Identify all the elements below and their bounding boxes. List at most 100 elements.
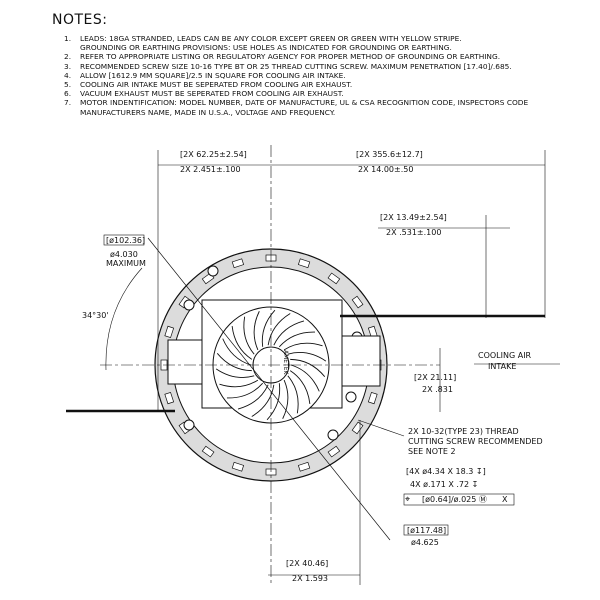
fan-blade <box>287 375 299 414</box>
drawing-geometry <box>66 145 560 585</box>
dim-dia2-mm: [ø117.48] <box>407 526 446 535</box>
dim-angle: 34°30' <box>82 311 109 320</box>
dim-d3-mm: [2X 13.49±2.54] <box>380 213 447 222</box>
dim-d1-in: 2X 2.451±.100 <box>180 165 241 174</box>
bracket-right <box>339 335 381 387</box>
fan-blade <box>231 326 253 360</box>
fcf-box <box>403 493 515 506</box>
dia2-box <box>403 524 449 536</box>
angle-arc <box>105 267 143 371</box>
mounting-hole <box>207 265 219 277</box>
vent-slot <box>201 445 215 458</box>
dim-d3-in: 2X .531±.100 <box>386 228 441 237</box>
dim-d2-in: 2X 14.00±.50 <box>358 165 413 174</box>
notes-list: 1. LEADS: 18GA STRANDED, LEADS CAN BE ANY… <box>64 34 594 117</box>
note-text: MOTOR INDENTIFICATION: MODEL NUMBER, DAT… <box>80 98 529 108</box>
fan-blade <box>261 309 276 347</box>
note-item: 3. RECOMMENDED SCREW SIZE 10-16 TYPE BT O… <box>64 62 594 71</box>
fan-blade <box>219 379 259 388</box>
mounting-hole <box>183 299 195 311</box>
fan-blade <box>266 383 281 421</box>
note-item: 1. LEADS: 18GA STRANDED, LEADS CAN BE ANY… <box>64 34 594 52</box>
note-number: 6. <box>64 89 72 99</box>
dim-holes-mm: [4X ø4.34 X 18.3 ↧] <box>406 467 486 476</box>
dim-dia-note: MAXIMUM <box>106 259 146 268</box>
note-text: REFER TO APPROPRIATE LISTING OR REGULATO… <box>80 52 501 62</box>
dim-dia2-in: ø4.625 <box>411 538 439 547</box>
note-text: RECOMMENDED SCREW SIZE 10-16 TYPE BT OR … <box>80 61 512 71</box>
note-item: 4. ALLOW [1612.9 MM SQUARE]/2.5 IN SQUARE… <box>64 71 594 80</box>
fan-blade <box>278 331 316 348</box>
fan-blade <box>222 338 252 366</box>
fan-blade <box>243 316 255 355</box>
vent-slot <box>297 258 311 269</box>
note-text: ALLOW [1612.9 MM SQUARE]/2.5 IN SQUARE F… <box>80 70 346 80</box>
vent-slot <box>351 295 364 309</box>
vent-slot <box>164 325 175 339</box>
screw-note-3: SEE NOTE 2 <box>408 447 456 456</box>
note-text: VACUUM EXHAUST MUST BE SEPERATED FROM CO… <box>80 89 344 99</box>
vent-slot <box>164 391 175 405</box>
fan-blade <box>289 370 311 404</box>
dim-dia-in: ø4.030 <box>110 250 138 259</box>
vent-slot <box>327 445 341 458</box>
bracket-left <box>167 339 205 385</box>
dim-d5-mm: [2X 40.46] <box>286 559 328 568</box>
note-number: 4. <box>64 70 72 80</box>
ametek-label: AMETEK <box>282 350 289 376</box>
fan-blade <box>282 379 289 419</box>
dim-holes-in: 4X ø.171 X .72 ↧ <box>410 480 478 489</box>
screw-note-2: CUTTING SCREW RECOMMENDED <box>408 437 543 446</box>
fan-blade <box>226 382 264 399</box>
vent-slot <box>297 461 311 472</box>
note-number: 1. <box>64 34 72 43</box>
screw-leader <box>357 419 405 437</box>
fcf-datum: X <box>502 495 508 504</box>
dia-box <box>103 234 145 246</box>
notes-title: NOTES: <box>52 12 108 28</box>
diameter-leader <box>147 237 391 541</box>
fan-blade <box>216 353 252 372</box>
vent-slot <box>231 258 245 269</box>
fcf-tolerance: [ø0.64]/ø.025 Ⓜ <box>422 495 487 504</box>
note-item: 2. REFER TO APPROPRIATE LISTING OR REGULA… <box>64 52 594 61</box>
note-number: 5. <box>64 80 72 90</box>
dim-d2-mm: [2X 355.6±12.7] <box>356 150 423 159</box>
note-item: 6. VACUUM EXHAUST MUST BE SEPERATED FROM … <box>64 89 594 98</box>
fan-blade <box>273 320 305 346</box>
vent-slot <box>231 461 245 472</box>
fan-blade <box>215 368 255 378</box>
mounting-hole <box>345 391 357 403</box>
dim-d4-mm: [2X 21.11] <box>414 373 456 382</box>
mounting-hole <box>183 419 195 431</box>
fan-blade <box>290 358 326 377</box>
note-text: GROUNDING OR EARTHING PROVISIONS: USE HO… <box>80 43 452 53</box>
note-number: 7. <box>64 98 72 108</box>
fan-blade <box>237 384 269 410</box>
fcf-position-symbol: ⌖ <box>405 495 410 505</box>
dim-d1-mm: [2X 62.25±2.54] <box>180 150 247 159</box>
fan-blade <box>287 352 327 362</box>
fan-blade <box>253 311 260 351</box>
note-item: 5. COOLING AIR INTAKE MUST BE SEPERATED F… <box>64 80 594 89</box>
note-text: MANUFACTURERS NAME, MADE IN U.S.A., VOLT… <box>80 107 336 117</box>
fan-blade <box>267 313 291 346</box>
cooling-air-label: COOLING AIR <box>478 351 532 360</box>
mounting-hole <box>327 429 339 441</box>
screw-note-1: 2X 10-32(TYPE 23) THREAD <box>408 427 519 436</box>
fan-blade <box>283 342 323 351</box>
vent-slot <box>327 272 341 285</box>
note-text: COOLING AIR INTAKE MUST BE SEPERATED FRO… <box>80 80 353 90</box>
fan-blade <box>251 384 275 417</box>
note-number: 3. <box>64 61 72 71</box>
vent-slot <box>367 391 378 405</box>
note-number: 2. <box>64 52 72 62</box>
note-item: 7. MOTOR INDENTIFICATION: MODEL NUMBER, D… <box>64 98 594 116</box>
note-text: LEADS: 18GA STRANDED, LEADS CAN BE ANY C… <box>80 34 462 43</box>
fan-blade <box>290 364 320 392</box>
intake-label: INTAKE <box>488 362 516 371</box>
dim-d4-in: 2X .831 <box>422 385 453 394</box>
dim-d5-in: 2X 1.593 <box>292 574 328 583</box>
dim-dia-mm: [ø102.36] <box>106 236 145 245</box>
